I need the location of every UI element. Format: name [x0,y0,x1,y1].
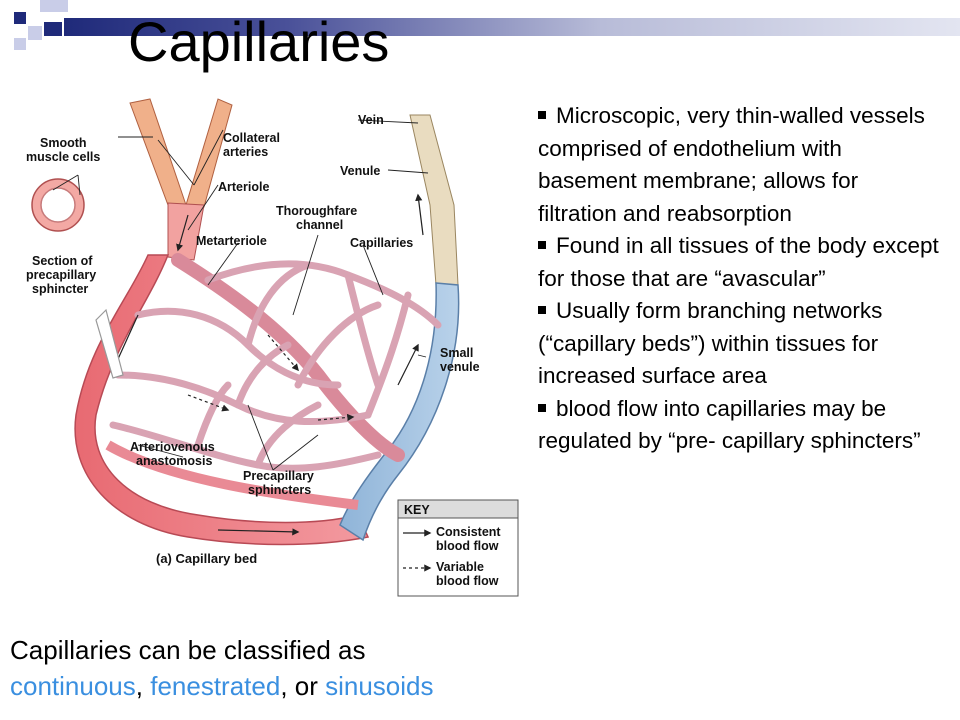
slide-title: Capillaries [128,10,390,73]
capillary-network [109,260,442,472]
bullet-list: Microscopic, very thin-walled vessels co… [538,98,943,458]
header-bar [0,0,960,60]
deco-square [28,26,42,40]
classification-text: Capillaries can be classified as continu… [10,632,550,704]
bullet-item: Usually form branching networks (“capill… [538,295,943,393]
bullet-item: Microscopic, very thin-walled vessels co… [538,98,943,230]
deco-square [44,22,62,36]
bullet-item: Found in all tissues of the body except … [538,230,943,295]
main-arteriole-path [74,254,370,546]
deco-square [14,12,26,24]
bullet-text: blood flow into capillaries may be regul… [538,395,921,454]
bullet-text: Microscopic, very thin-walled vessels co… [538,103,925,226]
classification-line2: continuous, fenestrated, or sinusoids [10,668,550,704]
separator-text: , [135,671,151,701]
sphincter-section [31,178,124,379]
collateral-artery [129,98,187,206]
square-bullet-icon [538,403,546,412]
label-capillaries: Capillaries [350,236,413,250]
deco-square [40,0,68,12]
header-gradient [64,18,960,36]
deco-square [14,38,26,50]
bullet-text: Found in all tissues of the body except … [538,233,939,291]
classification-line1: Capillaries can be classified as [10,635,366,665]
separator-text: , or [280,671,326,701]
label-vein: Vein [358,113,384,127]
arteriovenous-anastomosis [105,440,359,510]
vein [409,114,459,286]
label-arteriole: Arteriole [218,180,269,194]
thoroughfare-channel [171,253,405,462]
label-metarteriole: Metarteriole [196,234,267,248]
link-fenestrated[interactable]: fenestrated [150,671,281,701]
arteriole [167,202,205,261]
square-bullet-icon [538,306,546,314]
bullet-item: blood flow into capillaries may be regul… [538,393,943,458]
figure-caption: (a) Capillary bed [156,551,257,566]
link-sinusoids[interactable]: sinusoids [325,671,434,701]
leader-lines [52,119,429,471]
bullet-text: Usually form branching networks (“capill… [538,298,883,388]
venule [339,282,460,542]
key-title: KEY [404,503,430,517]
label-venule: Venule [340,164,380,178]
square-bullet-icon [538,241,546,249]
square-bullet-icon [538,111,546,119]
link-continuous[interactable]: continuous [10,671,136,701]
